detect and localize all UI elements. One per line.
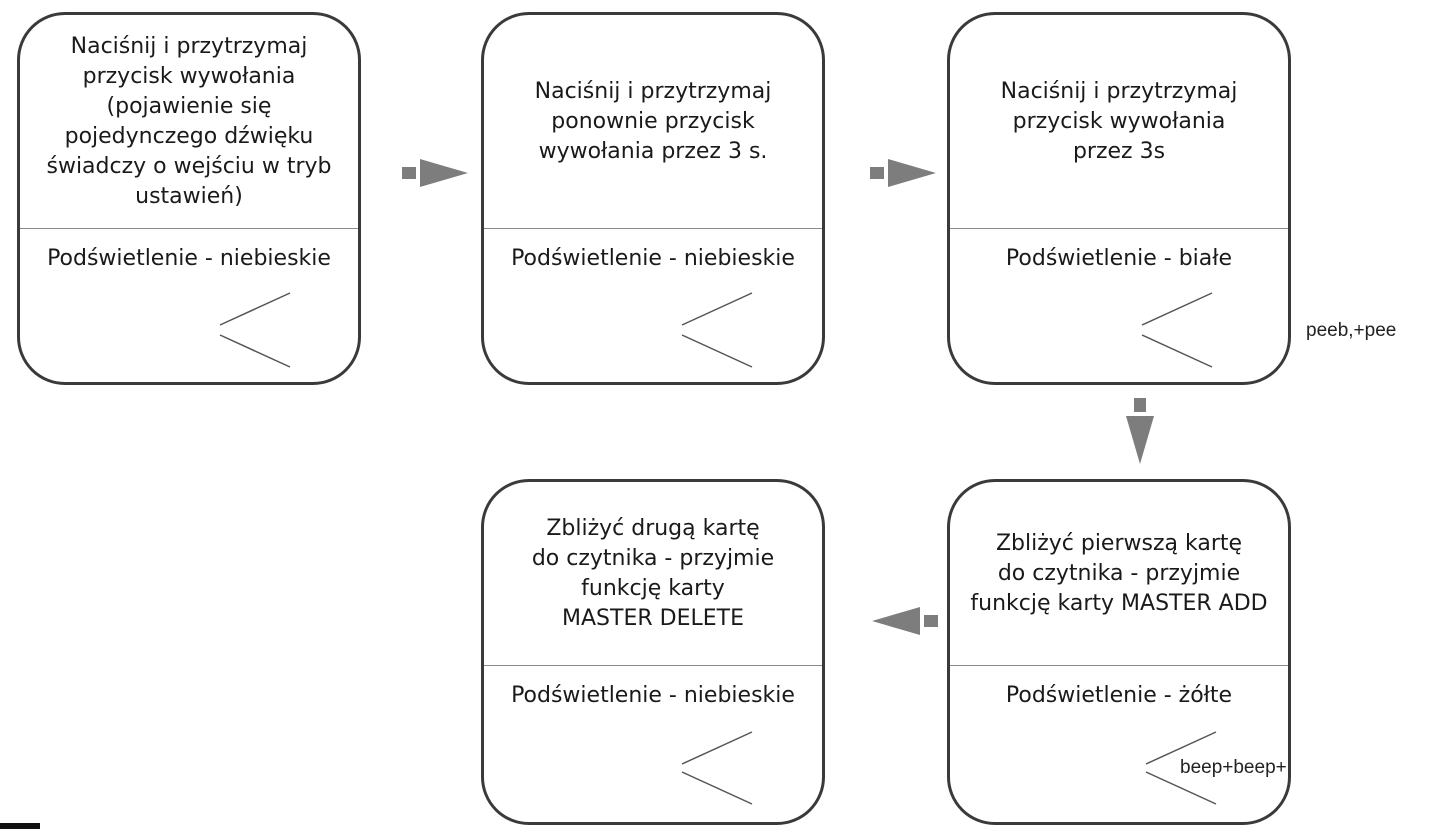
step-3-text: Naciśnij i przytrzymaj przycisk wywołani… [950,15,1288,229]
sound-indicator-icon [681,292,753,368]
step-5-light: Podświetlenie - niebieskie [511,683,795,708]
step-box-4: Zbliżyć pierwszą kartę do czytnika - prz… [947,479,1291,825]
arrow-down-icon [1126,398,1154,464]
arrow-right-icon [402,159,468,187]
sound-note-step-4: beep+beep+ [1180,757,1287,779]
sound-indicator-icon [219,292,291,368]
step-box-1: Naciśnij i przytrzymaj przycisk wywołani… [17,12,361,385]
step-2-text: Naciśnij i przytrzymaj ponownie przycisk… [484,15,822,229]
step-2-light: Podświetlenie - niebieskie [511,246,795,271]
step-box-3: Naciśnij i przytrzymaj przycisk wywołani… [947,12,1291,385]
arrow-left-icon [872,607,938,635]
step-box-2: Naciśnij i przytrzymaj ponownie przycisk… [481,12,825,385]
arrow-right-icon [870,159,936,187]
step-4-light: Podświetlenie - żółte [1005,683,1233,708]
step-box-5: Zbliżyć drugą kartę do czytnika - przyjm… [481,479,825,825]
corner-mark [0,823,40,829]
step-5-text: Zbliżyć drugą kartę do czytnika - przyjm… [484,482,822,666]
step-3-light: Podświetlenie - białe [1005,246,1233,271]
sound-indicator-icon [1145,731,1217,805]
step-4-text: Zbliżyć pierwszą kartę do czytnika - prz… [950,482,1288,666]
step-1-light: Podświetlenie - niebieskie [47,246,331,271]
sound-note-step-3: peeb,+pee [1306,320,1397,341]
sound-indicator-icon [1141,292,1213,368]
sound-indicator-icon [681,731,753,805]
step-1-text: Naciśnij i przytrzymaj przycisk wywołani… [20,15,358,229]
